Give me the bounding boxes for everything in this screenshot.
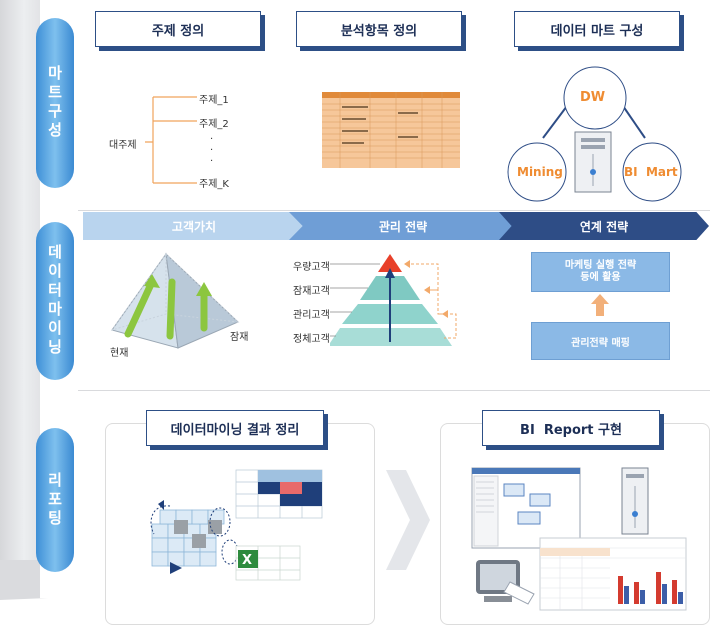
tree-item: 주제_2 bbox=[199, 119, 229, 130]
bi-report-illustration bbox=[471, 467, 687, 611]
tier-label: 관리고객 bbox=[293, 310, 330, 321]
header-datamart-definition: 데이터 마트 구성 bbox=[514, 11, 680, 47]
pyramid-label-potential: 잠재 bbox=[230, 332, 249, 343]
tree-ellipsis: ··· bbox=[210, 134, 214, 167]
tree-item: 주제_1 bbox=[199, 95, 229, 106]
tree-item: 주제_K bbox=[199, 179, 229, 190]
chevron-customer-value: 고객가치 bbox=[83, 212, 305, 240]
track-arrow-icon bbox=[0, 560, 48, 600]
bi-mart-label: BI Mart bbox=[624, 165, 678, 179]
mining-result-panel bbox=[105, 423, 375, 625]
value-pyramid-icon bbox=[110, 252, 240, 349]
tree-root: 대주제 bbox=[109, 140, 137, 151]
analysis-table-thumbnail bbox=[322, 92, 460, 168]
header-mining-result: 데이터마이닝 결과 정리 bbox=[146, 410, 324, 446]
section-divider bbox=[78, 390, 710, 391]
tier-label: 정체고객 bbox=[293, 334, 330, 345]
stage-mining: 데이터마이닝 bbox=[36, 222, 74, 380]
strategy-mapping-box: 관리전략 매핑 bbox=[531, 322, 670, 360]
up-arrow-icon bbox=[591, 294, 609, 316]
svg-text:X: X bbox=[242, 553, 252, 568]
tier-label: 우량고객 bbox=[293, 262, 330, 273]
marketing-execution-box: 마케팅 실행 전략 등에 활용 bbox=[531, 252, 670, 292]
chevron-linked-strategy: 연계 전략 bbox=[499, 212, 709, 240]
header-analysis-definition: 분석항목 정의 bbox=[296, 11, 462, 47]
mining-label: Mining bbox=[517, 165, 563, 179]
header-bi-report: BI Report 구현 bbox=[482, 410, 660, 446]
datamart-diagram bbox=[507, 66, 682, 202]
pyramid-label-current: 현재 bbox=[110, 348, 129, 359]
subject-tree-lines bbox=[145, 96, 197, 184]
stage-reporting: 리포팅 bbox=[36, 428, 74, 572]
customer-tier-pyramid bbox=[330, 254, 457, 346]
chevron-management-strategy: 관리 전략 bbox=[289, 212, 517, 240]
dw-label: DW bbox=[580, 90, 606, 105]
flow-chevron-icon bbox=[386, 470, 430, 570]
header-subject-definition: 주제 정의 bbox=[95, 11, 261, 47]
tier-label: 잠재고객 bbox=[293, 286, 330, 297]
data-cube-illustration: X bbox=[150, 469, 323, 581]
stage-mart: 마트구성 bbox=[36, 18, 74, 188]
section-divider bbox=[78, 210, 710, 211]
process-track bbox=[0, 0, 40, 578]
